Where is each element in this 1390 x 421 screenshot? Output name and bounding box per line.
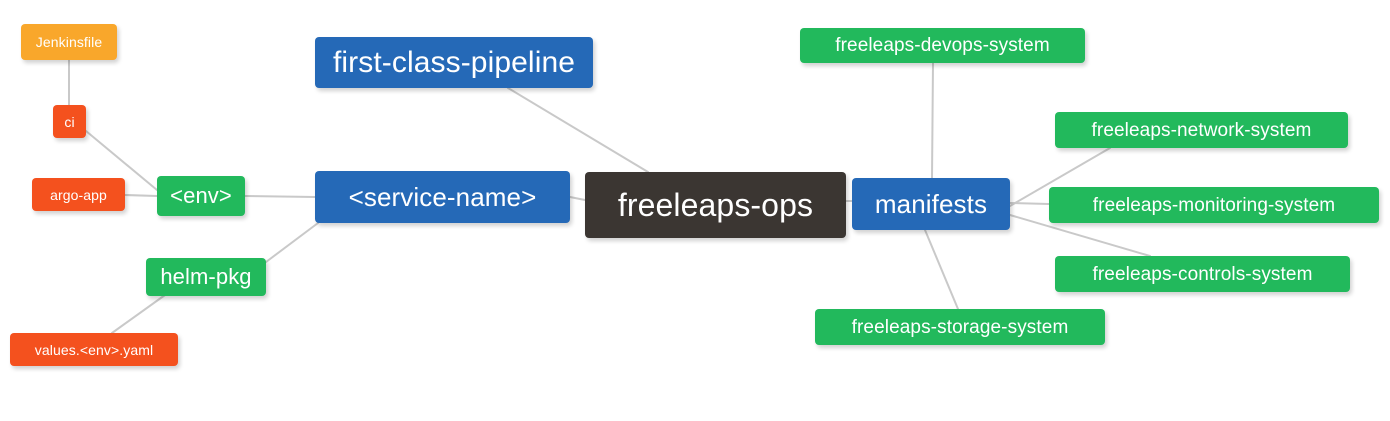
node-service-name[interactable]: <service-name> xyxy=(315,171,570,223)
edge-helm-pkg-to-values-yaml xyxy=(111,289,173,334)
node-label: helm-pkg xyxy=(160,264,252,289)
edge-env-to-service-name xyxy=(244,195,316,198)
edge-service-name-to-freeleaps-ops xyxy=(569,196,586,201)
edge-manifests-to-freeleaps-devops-system xyxy=(931,62,934,179)
node-label: manifests xyxy=(874,189,988,219)
node-label: freeleaps-controls-system xyxy=(1092,263,1313,285)
node-label: Jenkinsfile xyxy=(35,34,103,50)
node-jenkinsfile[interactable]: Jenkinsfile xyxy=(21,24,117,60)
node-freeleaps-storage-system[interactable]: freeleaps-storage-system xyxy=(815,309,1105,345)
node-label: freeleaps-network-system xyxy=(1091,119,1312,141)
node-env[interactable]: <env> xyxy=(157,176,245,216)
node-ci[interactable]: ci xyxy=(53,105,86,138)
node-freeleaps-controls-system[interactable]: freeleaps-controls-system xyxy=(1055,256,1350,292)
node-label: freeleaps-monitoring-system xyxy=(1092,194,1336,216)
node-label: freeleaps-ops xyxy=(617,187,814,223)
node-freeleaps-network-system[interactable]: freeleaps-network-system xyxy=(1055,112,1348,148)
node-helm-pkg[interactable]: helm-pkg xyxy=(146,258,266,296)
edge-service-name-to-helm-pkg xyxy=(265,222,319,263)
edge-first-class-pipeline-to-freeleaps-ops xyxy=(507,87,649,173)
node-label: values.<env>.yaml xyxy=(34,341,154,358)
node-argo-app[interactable]: argo-app xyxy=(32,178,125,211)
node-label: <service-name> xyxy=(348,182,537,212)
node-values-yaml[interactable]: values.<env>.yaml xyxy=(10,333,178,366)
edge-manifests-to-freeleaps-storage-system xyxy=(924,229,959,310)
node-label: argo-app xyxy=(50,186,107,203)
node-label: freeleaps-storage-system xyxy=(851,316,1069,338)
edge-manifests-to-freeleaps-monitoring-system xyxy=(1009,202,1050,205)
node-freeleaps-devops-system[interactable]: freeleaps-devops-system xyxy=(800,28,1085,63)
node-freeleaps-ops[interactable]: freeleaps-ops xyxy=(585,172,846,238)
node-freeleaps-monitoring-system[interactable]: freeleaps-monitoring-system xyxy=(1049,187,1379,223)
node-first-class-pipeline[interactable]: first-class-pipeline xyxy=(315,37,593,88)
node-label: <env> xyxy=(170,183,232,208)
node-label: ci xyxy=(64,113,75,130)
node-label: first-class-pipeline xyxy=(332,45,576,79)
edge-argo-app-to-env xyxy=(124,194,158,197)
node-manifests[interactable]: manifests xyxy=(852,178,1010,230)
node-label: freeleaps-devops-system xyxy=(835,35,1050,56)
